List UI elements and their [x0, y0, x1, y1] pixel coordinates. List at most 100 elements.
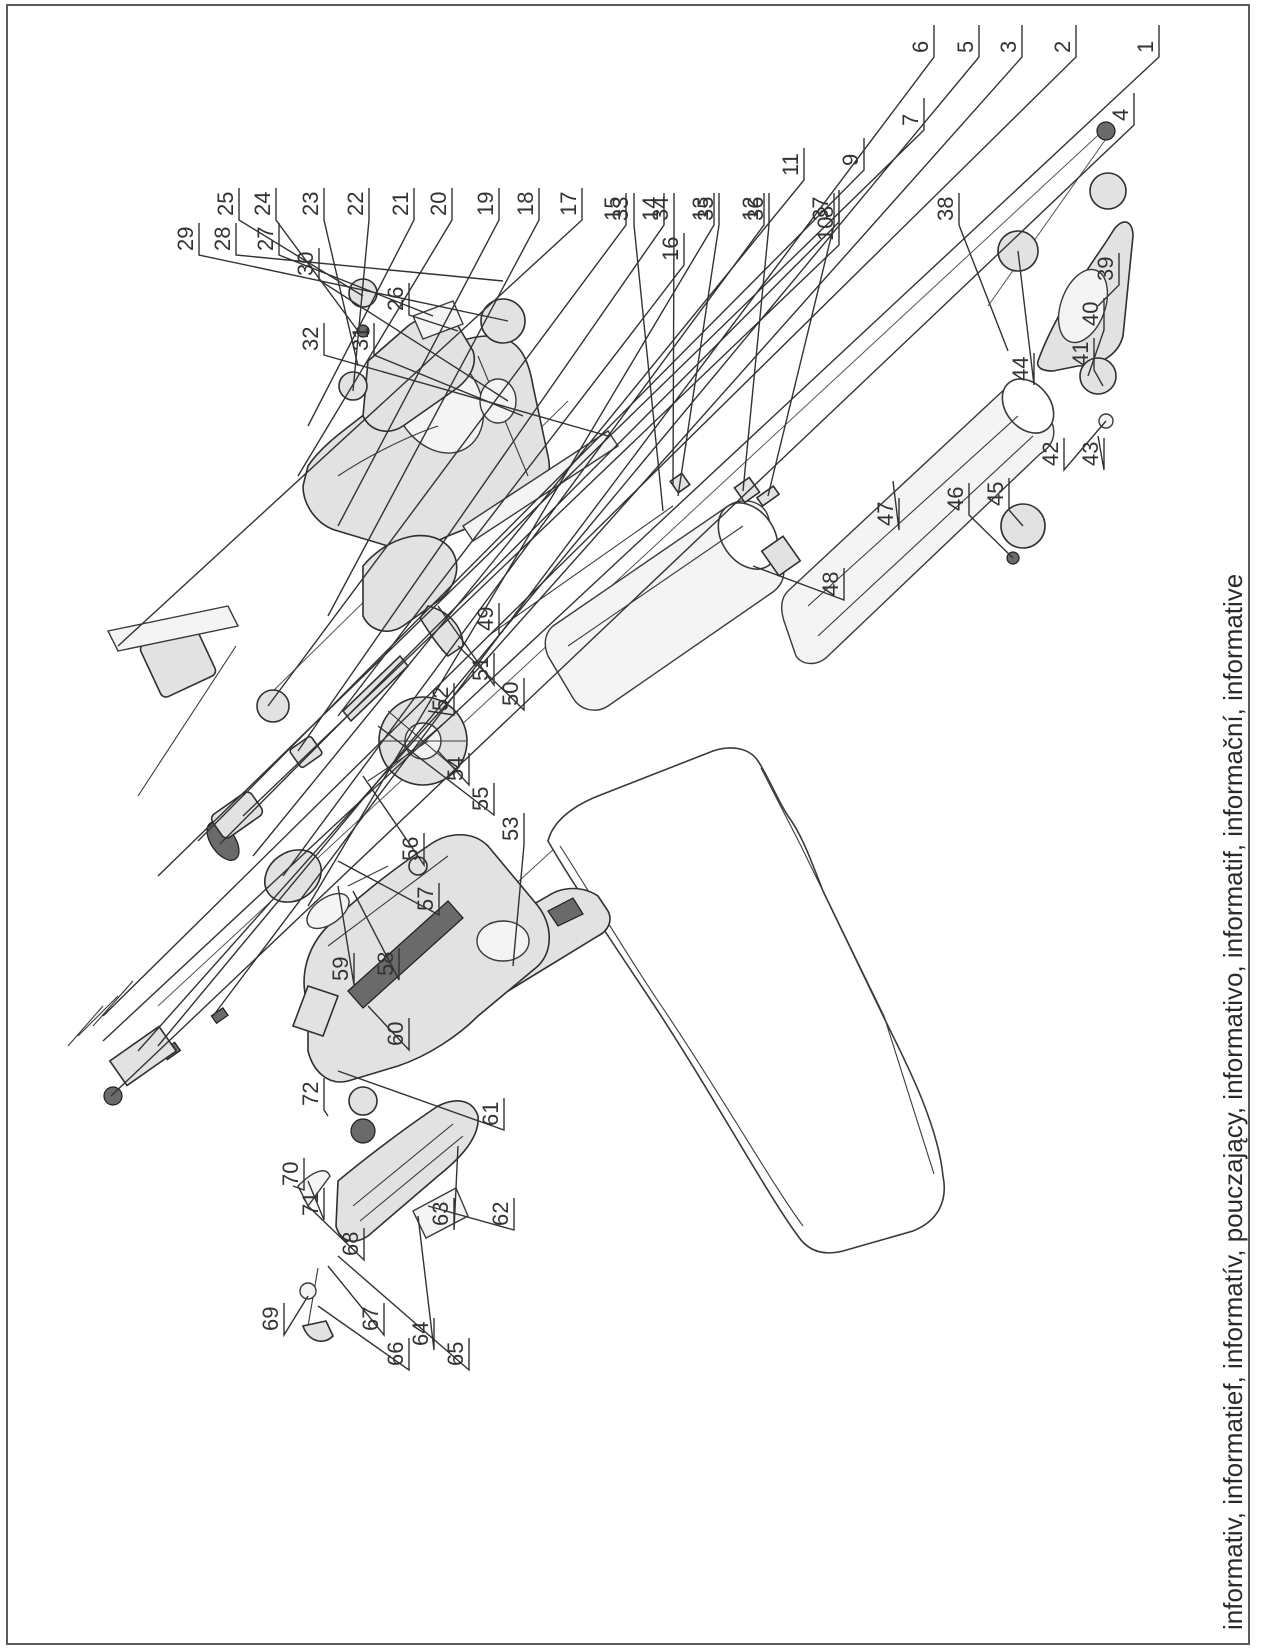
leader-line-66 — [317, 1305, 410, 1372]
part-label-13: 13 — [688, 197, 713, 221]
leader-line-46 — [968, 483, 1014, 559]
part-label-27: 27 — [253, 227, 278, 251]
part-label-43: 43 — [1078, 442, 1103, 466]
part-label-35: 35 — [693, 197, 718, 221]
leader-line-7 — [157, 98, 925, 877]
part-label-52: 52 — [428, 687, 453, 711]
part-label-63: 63 — [428, 1202, 453, 1226]
leader-line-3 — [137, 25, 1023, 1052]
leader-line-35 — [677, 193, 720, 497]
part-label-69: 69 — [258, 1307, 283, 1331]
part-label-44: 44 — [1008, 357, 1033, 381]
leader-line-34 — [672, 193, 675, 487]
part-number-labels: 1234567891011121314151617181920212223242… — [102, 25, 1160, 1372]
caption: informativ, informatief, informatív, pou… — [1218, 573, 1248, 1630]
leader-line-14 — [297, 193, 665, 752]
leader-line-70 — [292, 1158, 305, 1191]
part-label-36: 36 — [743, 197, 768, 221]
leader-line-11 — [252, 148, 805, 857]
leader-line-41 — [1093, 338, 1104, 387]
leader-line-9 — [197, 138, 865, 842]
leader-line-65 — [337, 1255, 470, 1372]
leader-line-39 — [1097, 253, 1120, 307]
part-label-1: 1 — [1133, 41, 1158, 53]
part-label-18: 18 — [513, 192, 538, 216]
leader-line-60 — [367, 1005, 410, 1052]
blower-tube-48 — [544, 500, 802, 711]
part-label-46: 46 — [943, 487, 968, 511]
lower-hardware — [291, 740, 469, 1342]
part-label-15: 15 — [600, 197, 625, 221]
part-label-54: 54 — [443, 757, 468, 781]
handle-bar-17 — [106, 605, 240, 652]
leader-line-59 — [337, 885, 355, 986]
leader-line-12 — [282, 193, 765, 877]
part-label-53: 53 — [498, 817, 523, 841]
leader-line-38 — [958, 193, 1009, 352]
leader-line-27 — [278, 223, 434, 317]
leader-line-1 — [102, 25, 1160, 1042]
part-label-70: 70 — [278, 1162, 303, 1186]
part-label-19: 19 — [473, 192, 498, 216]
part-label-64: 64 — [408, 1322, 433, 1346]
leader-line-30 — [318, 248, 509, 402]
leader-line-52 — [427, 683, 455, 716]
part-label-16: 16 — [658, 237, 683, 261]
leader-line-19 — [337, 188, 500, 527]
leader-line-55 — [377, 725, 495, 817]
part-label-14: 14 — [638, 197, 663, 221]
leader-line-26 — [408, 283, 459, 332]
blower-tube-47 — [780, 378, 1055, 665]
collection-bag — [547, 747, 945, 1254]
part-label-48: 48 — [818, 572, 843, 596]
part-label-12: 12 — [738, 197, 763, 221]
leader-line-71 — [307, 1180, 325, 1221]
part-label-47: 47 — [873, 502, 898, 526]
screws-and-brushes — [67, 980, 229, 1106]
part-label-59: 59 — [328, 957, 353, 981]
part-label-21: 21 — [388, 192, 413, 216]
part-label-23: 23 — [298, 192, 323, 216]
leader-line-29 — [198, 223, 509, 322]
part-label-7: 7 — [898, 114, 923, 126]
part-label-67: 67 — [358, 1307, 383, 1331]
leader-line-17 — [117, 188, 583, 647]
leader-line-47 — [892, 480, 900, 531]
part-label-37: 37 — [808, 197, 833, 221]
part-label-68: 68 — [338, 1232, 363, 1256]
part-label-20: 20 — [426, 192, 451, 216]
leader-line-51 — [437, 605, 495, 688]
leader-line-57 — [337, 860, 440, 917]
leader-line-4 — [110, 93, 1135, 1097]
leader-line-72 — [323, 1078, 329, 1117]
part-label-34: 34 — [648, 197, 673, 221]
leader-line-61 — [337, 1070, 505, 1131]
part-label-31: 31 — [348, 327, 373, 351]
leader-line-45 — [1008, 478, 1024, 527]
leader-line-36 — [742, 193, 770, 492]
part-label-61: 61 — [478, 1102, 503, 1126]
part-label-41: 41 — [1068, 342, 1093, 366]
leader-line-18 — [327, 188, 540, 617]
part-label-60: 60 — [383, 1022, 408, 1046]
leader-line-62 — [427, 1198, 515, 1231]
leader-line-31 — [373, 323, 524, 417]
leader-line-16 — [337, 233, 685, 717]
part-label-33: 33 — [608, 197, 633, 221]
leader-line-50 — [457, 645, 525, 712]
part-label-28: 28 — [210, 227, 235, 251]
leader-line-21 — [307, 188, 415, 427]
part-label-50: 50 — [498, 682, 523, 706]
leader-line-25 — [238, 188, 364, 297]
part-label-65: 65 — [443, 1342, 468, 1366]
leader-line-49 — [498, 603, 504, 637]
part-label-5: 5 — [953, 41, 978, 53]
bow-handle-50 — [362, 534, 464, 658]
leader-line-67 — [327, 1265, 385, 1337]
part-label-4: 4 — [1108, 109, 1133, 121]
part-label-51: 51 — [468, 657, 493, 681]
leader-line-69 — [283, 1295, 309, 1338]
part-label-55: 55 — [468, 787, 493, 811]
part-label-40: 40 — [1078, 302, 1103, 326]
